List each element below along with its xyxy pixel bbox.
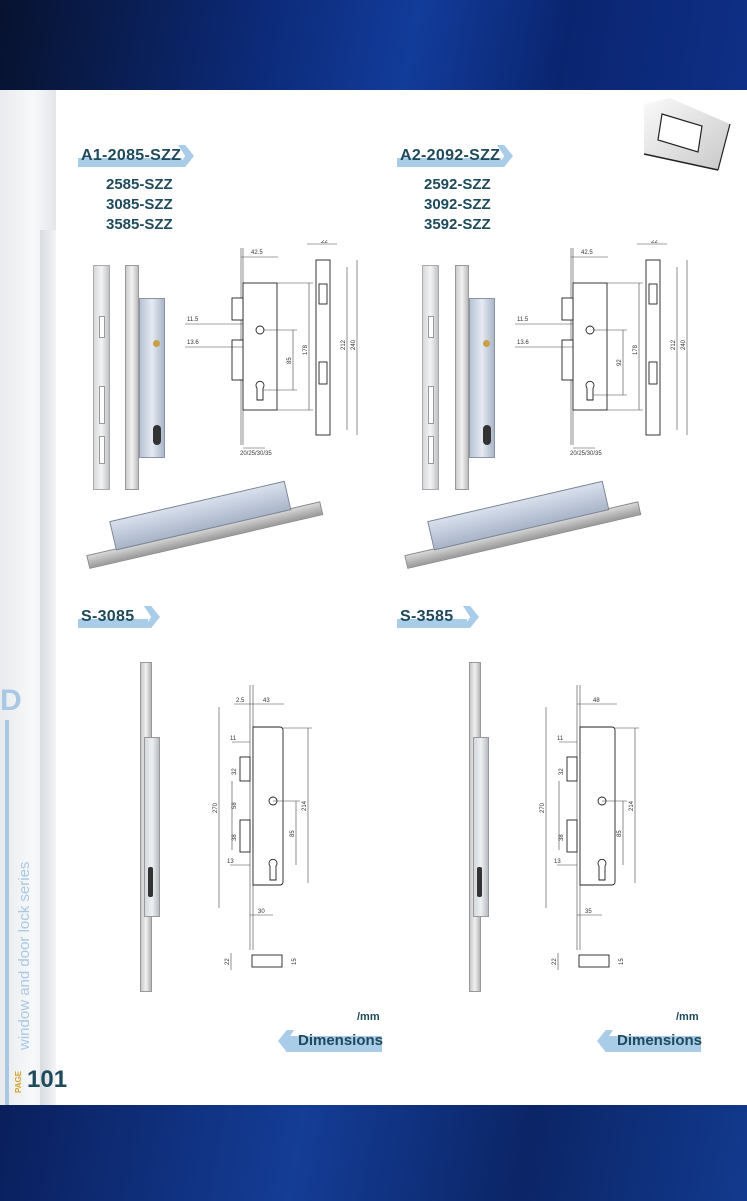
dim-d5: 13 [227, 859, 234, 865]
dim-strike-length: 240 [351, 339, 357, 350]
model-name: S-3085 [81, 608, 135, 625]
variant: 3592-SZZ [424, 216, 491, 233]
lock-body-photo [455, 265, 495, 490]
technical-drawing-a1: 42.5 11.5 13.6 85 178 20/25/30/35 22 212… [185, 240, 358, 457]
variant: 3085-SZZ [106, 196, 173, 213]
model-name: A2-2092-SZZ [400, 147, 501, 164]
dim-center: 92 [617, 359, 623, 366]
dim-backset: 20/25/30/35 [570, 451, 602, 457]
dim-thickness: 2.5 [236, 698, 245, 704]
dim-d2: 32 [232, 768, 238, 775]
model-tag-s3085: S-3085 [78, 606, 160, 628]
dim-width: 42.5 [251, 250, 263, 256]
dim-backset: 30 [258, 909, 265, 915]
dim-strike-inner: 212 [341, 339, 347, 350]
viewer-background-top [0, 0, 747, 92]
dim-center: 85 [617, 830, 623, 837]
model-tag-s3585: S-3585 [397, 606, 479, 628]
dim-w: 15 [292, 958, 298, 965]
dimensions-label: Dimensions [298, 1032, 384, 1049]
catalog-page [0, 90, 747, 1105]
dimensions-button[interactable]: Dimensions [278, 1030, 384, 1052]
dim-d2: 32 [559, 768, 565, 775]
variant: 2585-SZZ [106, 176, 173, 193]
dim-total: 270 [213, 802, 219, 813]
dim-d1: 11 [230, 736, 237, 742]
page-spine [40, 230, 56, 1105]
page-number: 101 [27, 1066, 68, 1093]
dim-d4: 38 [232, 834, 238, 841]
dim-strike-width: 22 [651, 240, 658, 245]
dim-d5: 13 [554, 859, 561, 865]
dim-w: 15 [619, 958, 625, 965]
dimensions-button[interactable]: Dimensions [597, 1030, 703, 1052]
dim-center: 85 [287, 357, 293, 364]
dim-d2: 13.6 [517, 340, 529, 346]
model-tag-a1: A1-2085-SZZ [78, 145, 194, 167]
dim-body: 178 [303, 344, 309, 355]
dim-body: 214 [302, 800, 308, 811]
sidebar-accent-line [5, 720, 9, 1105]
dim-backset: 35 [585, 909, 592, 915]
technical-drawing-s3085: 2.5 43 11 32 58 38 13 270 85 214 30 22 15 [213, 685, 312, 970]
unit-label: /mm [357, 1011, 380, 1023]
series-title: window and door lock series [16, 861, 33, 1050]
unit-label: /mm [676, 1011, 699, 1023]
dim-width: 42.5 [581, 250, 593, 256]
brand-logo-icon [643, 98, 731, 171]
strike-plate-photo [93, 265, 110, 490]
variant: 3092-SZZ [424, 196, 491, 213]
technical-drawing-a2: 42.5 11.5 13.6 92 178 20/25/30/35 22 212… [515, 240, 688, 457]
dim-d1: 11.5 [187, 317, 199, 323]
dim-h: 22 [552, 958, 558, 965]
multipoint-lock-photo [134, 662, 160, 992]
dim-strike-width: 22 [321, 240, 328, 245]
dim-d3: 58 [232, 802, 238, 809]
dim-d1: 11 [557, 736, 564, 742]
dim-body: 178 [633, 344, 639, 355]
dim-center: 85 [290, 830, 296, 837]
model-tag-a2: A2-2092-SZZ [397, 145, 513, 167]
lock-body-photo [125, 265, 165, 490]
variant: 3585-SZZ [106, 216, 173, 233]
dim-backset: 20/25/30/35 [240, 451, 272, 457]
dim-d4: 38 [559, 834, 565, 841]
model-variants: 2585-SZZ 3085-SZZ 3585-SZZ [106, 175, 173, 235]
section-letter: D [0, 684, 22, 717]
strike-plate-photo [422, 265, 439, 490]
technical-drawing-s3585: 48 11 32 38 13 270 85 214 35 22 15 [540, 685, 639, 970]
dim-d2: 13.6 [187, 340, 199, 346]
dim-width: 43 [263, 698, 270, 704]
dim-width: 48 [593, 698, 600, 704]
dim-body: 214 [629, 800, 635, 811]
page-label: PAGE [14, 1070, 23, 1093]
variant: 2592-SZZ [424, 176, 491, 193]
dim-strike-inner: 212 [671, 339, 677, 350]
model-name: A1-2085-SZZ [81, 147, 182, 164]
model-variants: 2592-SZZ 3092-SZZ 3592-SZZ [424, 175, 491, 235]
viewer-background-bottom [0, 1105, 747, 1201]
multipoint-lock-photo [463, 662, 489, 992]
dim-total: 270 [540, 802, 546, 813]
model-name: S-3585 [400, 608, 454, 625]
dimensions-label: Dimensions [617, 1032, 703, 1049]
dim-strike-length: 240 [681, 339, 687, 350]
dim-h: 22 [225, 958, 231, 965]
dim-d1: 11.5 [517, 317, 529, 323]
